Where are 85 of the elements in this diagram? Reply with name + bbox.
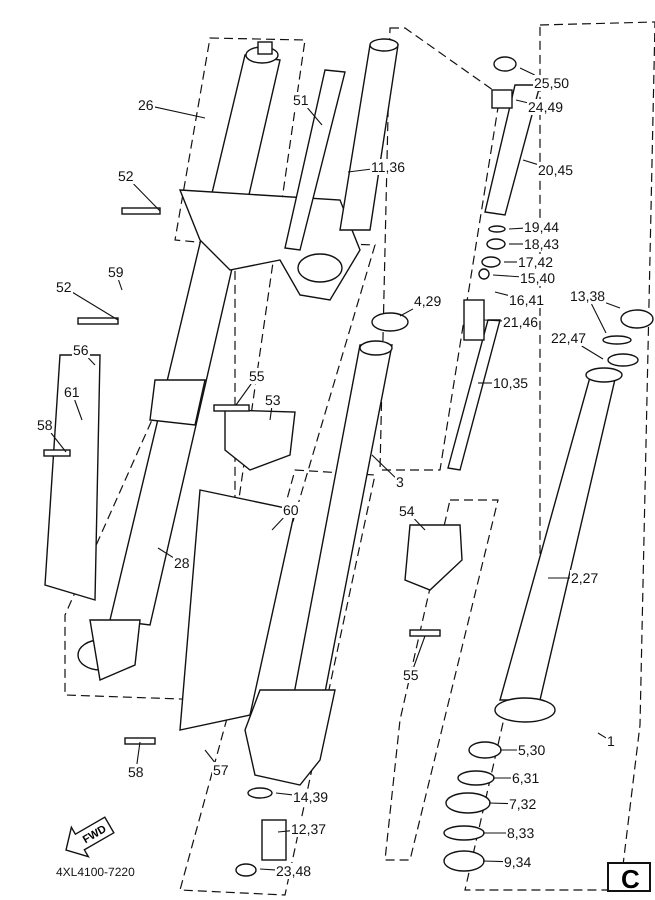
callout-number: 52 <box>55 279 73 295</box>
leader-line <box>484 319 502 322</box>
leader-line <box>154 106 206 119</box>
leader-line <box>494 291 508 296</box>
callout-number: 57 <box>212 762 230 778</box>
leader-line <box>236 384 252 406</box>
callout-number: 28 <box>173 555 191 571</box>
callout-number: 20,45 <box>537 162 574 178</box>
leader-line <box>276 792 292 796</box>
leader-line <box>478 382 492 384</box>
callout-number: 1 <box>606 733 616 749</box>
leader-line <box>269 408 272 420</box>
leader-line <box>158 548 174 558</box>
callout-number: 15,40 <box>519 270 556 286</box>
leader-line <box>133 184 160 212</box>
leader-line <box>413 636 426 668</box>
leader-line <box>348 168 370 173</box>
leader-line <box>482 860 504 862</box>
section-letter: C <box>607 862 651 892</box>
leader-line <box>493 777 511 779</box>
callout-number: 2,27 <box>570 570 600 586</box>
leader-line <box>598 732 606 738</box>
callout-number: 61 <box>63 384 81 400</box>
callout-number: 6,31 <box>511 770 540 786</box>
leader-line <box>204 750 215 762</box>
callout-number: 58 <box>36 417 54 433</box>
callout-number: 18,43 <box>523 236 560 252</box>
callout-number: 58 <box>127 764 145 780</box>
callout-number: 55 <box>248 368 266 384</box>
leader-line <box>504 261 517 263</box>
callout-number: 14,39 <box>292 789 330 805</box>
callout-number: 59 <box>107 264 125 280</box>
leader-line <box>483 832 506 834</box>
callout-number: 53 <box>264 392 282 408</box>
leader-line <box>72 292 118 320</box>
leader-line <box>500 749 517 751</box>
callout-number: 3 <box>395 474 405 490</box>
leader-line <box>581 346 604 360</box>
callout-number: 24,49 <box>527 99 564 115</box>
leader-line <box>522 159 538 165</box>
leader-line <box>548 577 570 579</box>
callout-number: 25,50 <box>533 75 570 91</box>
callout-number: 11,36 <box>370 159 406 175</box>
leader-line <box>372 454 396 478</box>
callout-number: 52 <box>117 168 135 184</box>
callout-number: 10,35 <box>492 375 530 391</box>
leader-line <box>509 243 523 245</box>
callout-number: 19,44 <box>523 219 560 235</box>
leader-line <box>414 518 426 530</box>
leader-line <box>136 742 141 764</box>
callout-number: 16,41 <box>508 292 546 308</box>
callout-number: 13,38 <box>569 288 606 304</box>
leader-line <box>591 304 606 334</box>
callout-number: 21,46 <box>502 314 540 330</box>
callout-number: 5,30 <box>517 742 546 758</box>
leader-line <box>50 432 66 452</box>
leader-line <box>272 518 284 530</box>
leader-line <box>74 400 83 420</box>
leader-line <box>400 308 414 316</box>
callout-number: 17,42 <box>517 254 554 270</box>
leader-line <box>508 228 524 230</box>
callout-number: 55 <box>402 667 420 683</box>
callout-number: 22,47 <box>550 330 588 346</box>
direction-label: FWD <box>80 823 109 846</box>
leader-line <box>488 802 508 804</box>
leader-line <box>307 108 322 126</box>
callout-number: 54 <box>398 503 416 519</box>
leader-line <box>520 68 535 76</box>
callout-number: 8,33 <box>506 825 536 841</box>
callout-number: 51 <box>292 92 310 108</box>
callout-number: 60 <box>282 502 300 518</box>
callout-number: 56 <box>72 342 90 358</box>
leader-line <box>88 358 96 366</box>
leader-line <box>278 830 290 833</box>
leader-line <box>516 99 528 104</box>
leader-line <box>492 274 520 278</box>
leader-line <box>260 868 276 870</box>
callout-number: 26 <box>137 97 155 113</box>
callout-number: 23,48 <box>275 863 312 879</box>
callout-number: 12,37 <box>290 821 328 837</box>
leader-line <box>606 302 620 309</box>
callout-number: 7,32 <box>508 796 538 812</box>
leader-line <box>118 280 123 290</box>
callout-number: 4,29 <box>413 293 442 309</box>
callout-number: 9,34 <box>503 854 532 870</box>
